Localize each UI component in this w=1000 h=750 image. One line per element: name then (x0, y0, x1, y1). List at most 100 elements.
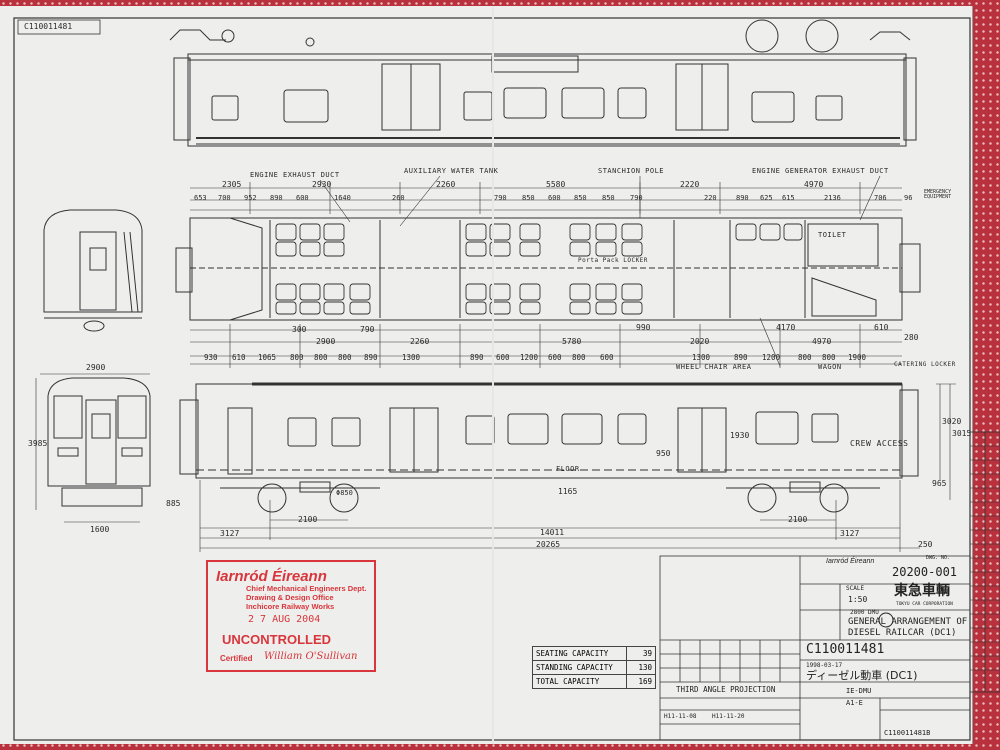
label-crew-access: CREW ACCESS (850, 439, 909, 448)
scale-label: SCALE (846, 585, 865, 592)
seats-lower (275, 283, 643, 315)
drawing-number: 20200-001 (892, 565, 958, 579)
dim-plan-bottom: 890 (364, 353, 378, 362)
plan-view (175, 217, 921, 321)
dim-wheelbase-right: 2100 (788, 515, 808, 524)
drawing-title-2: DIESEL RAILCAR (DC1) (848, 628, 957, 638)
label-engine-exhaust-duct: ENGINE EXHAUST DUCT (250, 171, 340, 179)
dim-plan-bottom: 800 (314, 353, 328, 362)
dim-plan-top2: 706 (874, 194, 887, 202)
label-floor: FLOOR (556, 465, 580, 473)
label-toilet: TOILET (818, 231, 847, 239)
table-row: STANDING CAPACITY 130 (532, 660, 656, 675)
dim-plan-bottom: 800 (290, 353, 304, 362)
dim-plan-top2: 952 (244, 194, 257, 202)
projection-label: THIRD ANGLE PROJECTION (676, 685, 776, 694)
dim-plan-top2: 700 (218, 194, 231, 202)
dim-plan-top2: 890 (736, 194, 749, 202)
dim-plan-inner: 790 (360, 325, 375, 334)
dim-plan-top2: 220 (704, 194, 717, 202)
dim-plan-bottom: 800 (572, 353, 586, 362)
label-engine-generator-exhaust: ENGINE GENERATOR EXHAUST DUCT (752, 167, 889, 175)
table-row: TOTAL CAPACITY 169 (532, 674, 656, 689)
dim-plan-top2: 1640 (334, 194, 351, 202)
dim-plan-top: 2260 (436, 180, 456, 189)
drawing-title-1: GENERAL ARRANGEMENT OF (848, 617, 968, 627)
end-view-front (35, 373, 151, 523)
dim-wheelbase-left: 2100 (298, 515, 318, 524)
sheet-fold (492, 6, 494, 744)
dim-plan-inner: 610 (874, 323, 889, 332)
dim-plan-bottom: 600 (548, 353, 562, 362)
title-block-client: Iarnród Éireann (826, 558, 875, 565)
stamp-line-2: Drawing & Design Office (246, 593, 334, 602)
dim-end-height: 3985 (28, 439, 48, 448)
dim-plan-inner: 5780 (562, 337, 582, 346)
label-locker: Porta Pack LOCKER (578, 257, 648, 264)
dim-plan-top: 2930 (312, 180, 332, 189)
dim-door-width: 950 (656, 449, 671, 458)
label-emergency-equipment: EMERGENCY EQUIPMENT (924, 189, 952, 200)
label-catering-locker: CATERING LOCKER (894, 361, 956, 368)
dim-left-end: 885 (166, 499, 181, 508)
label-stanchion-pole: STANCHION POLE (598, 167, 665, 175)
company-name-en: TOKYU CAR CORPORATION (896, 602, 953, 607)
company-name: 東急車輌 (894, 583, 950, 599)
stamp-logo: Iarnród Éireann (216, 568, 327, 585)
dim-end-width: 2900 (86, 363, 106, 372)
dim-plan-top2: 653 (194, 194, 207, 202)
dim-plan-bottom: 890 (734, 353, 748, 362)
tokyu-logo (878, 612, 894, 628)
capacity-value: 39 (626, 646, 656, 661)
model-code: 2800 DMU (850, 609, 879, 616)
dim-plan-top2: 850 (574, 194, 587, 202)
japanese-title: ディーゼル動車 (DC1) (806, 669, 918, 682)
capacity-label: TOTAL CAPACITY (532, 674, 627, 689)
plan-dimensions (190, 175, 902, 368)
dim-height-2: 3015 (952, 429, 972, 438)
label-aux-water-tank: AUXILIARY WATER TANK (404, 167, 499, 175)
dim-plan-top: 2220 (680, 180, 700, 189)
drawing-date: 1998-03-17 (806, 662, 843, 669)
revision-date-2: H11-11-20 (712, 713, 745, 720)
uncontrolled-stamp: Iarnród Éireann Chief Mechanical Enginee… (206, 560, 376, 672)
seats-upper (275, 223, 803, 257)
dim-plan-bottom: 1200 (520, 353, 539, 362)
doc-number: C110011481 (806, 642, 885, 657)
dim-plan-inner: 2260 (410, 337, 430, 346)
dim-plan-top2: 790 (630, 194, 643, 202)
label-wheel-chair-area: WHEEL CHAIR AREA (676, 363, 752, 371)
dim-plan-inner: 300 (292, 325, 307, 334)
dim-plan-bottom: 1065 (258, 353, 277, 362)
side-elevation-bottom (179, 382, 919, 513)
stamp-signature: William O'Sullivan (264, 651, 358, 662)
capacity-table: SEATING CAPACITY 39 STANDING CAPACITY 13… (532, 646, 656, 689)
capacity-value: 130 (626, 660, 656, 675)
dim-plan-bottom: 800 (822, 353, 836, 362)
dim-plan-bottom: 1300 (402, 353, 421, 362)
dim-plan-bottom: 890 (470, 353, 484, 362)
dim-plan-bottom: 1300 (692, 353, 711, 362)
dim-end-left: 3127 (220, 529, 240, 538)
doc-number-box (17, 19, 101, 35)
dim-plan-top2: 625 (760, 194, 773, 202)
top-left-doc-number: C110011481 (24, 22, 73, 31)
dim-plan-top: 4970 (804, 180, 824, 189)
stamp-status: UNCONTROLLED (222, 632, 332, 647)
dim-plan-bottom: 800 (338, 353, 352, 362)
dim-wheel-diameter: Φ850 (336, 489, 353, 497)
capacity-label: SEATING CAPACITY (532, 646, 627, 661)
capacity-value: 169 (626, 674, 656, 689)
title-block (659, 431, 1000, 741)
dim-plan-inner: 2900 (316, 337, 336, 346)
dim-overall-length: 20265 (536, 540, 561, 549)
side-elevation-top (169, 19, 917, 147)
dim-plan-top2: 890 (270, 194, 283, 202)
dim-plan-bottom: 800 (798, 353, 812, 362)
stamp-line-3: Inchicore Railway Works (246, 602, 335, 611)
side-dimensions (199, 383, 956, 552)
dim-plan-top2: 2136 (824, 194, 841, 202)
dim-plan-top2: 600 (296, 194, 309, 202)
bottom-doc-number: C110011481B (884, 729, 931, 737)
